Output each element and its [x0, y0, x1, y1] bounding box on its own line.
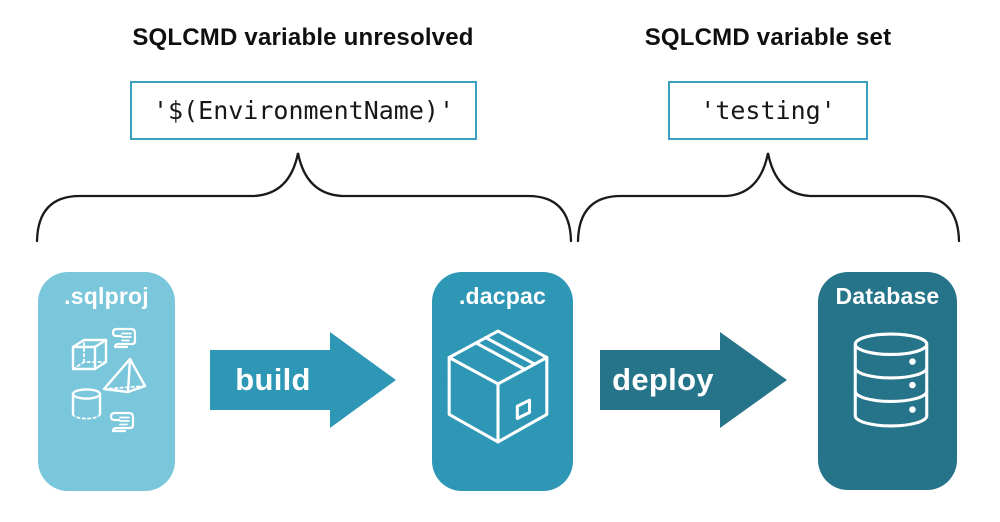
code-value-unresolved: '$(EnvironmentName)'	[152, 96, 455, 125]
card-database-label: Database	[835, 283, 940, 309]
card-database: Database	[818, 272, 957, 490]
deploy-arrow-shape	[600, 332, 787, 428]
card-sqlproj: .sqlproj	[38, 272, 175, 491]
right-brace	[576, 152, 961, 243]
code-box-set: 'testing'	[668, 81, 868, 140]
database-cylinder-icon	[853, 332, 929, 428]
left-brace	[35, 152, 573, 243]
deploy-arrow-label: deploy	[612, 362, 714, 397]
build-arrow-shape	[210, 332, 396, 428]
build-arrow-label: build	[235, 362, 311, 397]
build-arrow: build	[210, 332, 396, 428]
sql-project-objects-icon	[71, 327, 147, 433]
code-value-set: 'testing'	[700, 96, 836, 125]
package-box-icon	[447, 329, 549, 444]
code-box-unresolved: '$(EnvironmentName)'	[130, 81, 477, 140]
card-sqlproj-label: .sqlproj	[64, 283, 149, 309]
deploy-arrow: deploy	[600, 332, 787, 428]
heading-set: SQLCMD variable set	[644, 24, 892, 51]
heading-unresolved: SQLCMD variable unresolved	[132, 24, 474, 51]
card-dacpac-label: .dacpac	[458, 283, 547, 309]
card-dacpac: .dacpac	[432, 272, 573, 491]
